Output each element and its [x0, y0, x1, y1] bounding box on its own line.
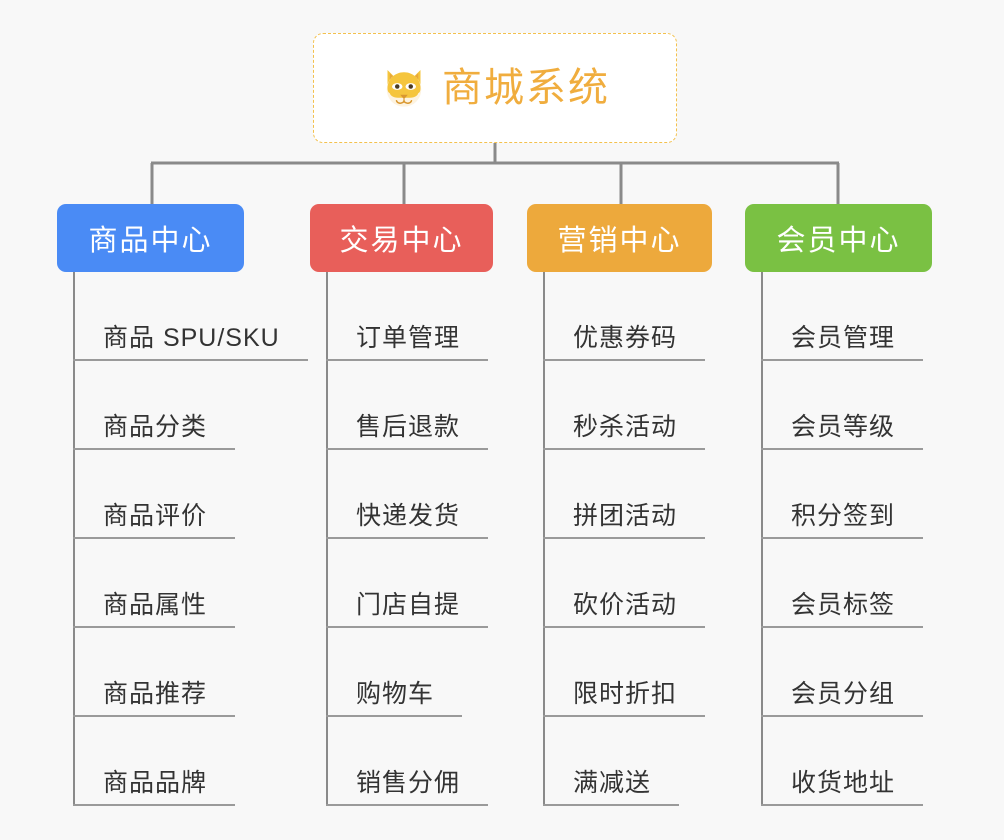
- leaf-label: 商品推荐: [73, 679, 236, 717]
- leaf-label: 商品品牌: [73, 768, 236, 806]
- branch-node-2[interactable]: 交易中心: [310, 204, 493, 272]
- leaf-label: 会员分组: [761, 679, 924, 717]
- leaf-column-3: 优惠券码 秒杀活动 拼团活动 砍价活动 限时折扣 满减送: [543, 272, 758, 806]
- leaf-column-4: 会员管理 会员等级 积分签到 会员标签 会员分组 收货地址: [761, 272, 976, 806]
- leaf-label: 优惠券码: [543, 323, 706, 361]
- branch-group-1: 商品中心: [57, 204, 244, 272]
- leaf-item[interactable]: 购物车: [326, 628, 541, 717]
- leaf-label: 快递发货: [326, 501, 489, 539]
- branch-group-2: 交易中心: [310, 204, 493, 272]
- branch-node-1[interactable]: 商品中心: [57, 204, 244, 272]
- leaf-label: 会员标签: [761, 590, 924, 628]
- leaf-column-2: 订单管理 售后退款 快递发货 门店自提 购物车 销售分佣: [326, 272, 541, 806]
- leaf-item[interactable]: 限时折扣: [543, 628, 758, 717]
- leaf-label: 购物车: [326, 679, 463, 717]
- leaf-label: 订单管理: [326, 323, 489, 361]
- root-node[interactable]: 商城系统: [313, 33, 677, 143]
- leaf-item[interactable]: 商品品牌: [73, 717, 333, 806]
- leaf-label: 秒杀活动: [543, 412, 706, 450]
- branch-node-3[interactable]: 营销中心: [527, 204, 712, 272]
- leaf-label: 商品 SPU/SKU: [73, 323, 308, 361]
- branch-group-4: 会员中心: [745, 204, 932, 272]
- leaf-item[interactable]: 会员管理: [761, 272, 976, 361]
- leaf-label: 商品评价: [73, 501, 236, 539]
- leaf-item[interactable]: 快递发货: [326, 450, 541, 539]
- leaf-item[interactable]: 商品评价: [73, 450, 333, 539]
- branch-node-4[interactable]: 会员中心: [745, 204, 932, 272]
- leaf-label: 收货地址: [761, 768, 924, 806]
- leaf-item[interactable]: 优惠券码: [543, 272, 758, 361]
- leaf-item[interactable]: 收货地址: [761, 717, 976, 806]
- leaf-item[interactable]: 满减送: [543, 717, 758, 806]
- leaf-column-1: 商品 SPU/SKU 商品分类 商品评价 商品属性 商品推荐 商品品牌: [73, 272, 333, 806]
- leaf-item[interactable]: 售后退款: [326, 361, 541, 450]
- leaf-item[interactable]: 秒杀活动: [543, 361, 758, 450]
- shiba-dog-icon: [386, 70, 422, 107]
- leaf-label: 砍价活动: [543, 590, 706, 628]
- leaf-item[interactable]: 订单管理: [326, 272, 541, 361]
- leaf-label: 售后退款: [326, 412, 489, 450]
- leaf-item[interactable]: 商品分类: [73, 361, 333, 450]
- root-label: 商城系统: [442, 66, 610, 110]
- leaf-label: 会员管理: [761, 323, 924, 361]
- leaf-item[interactable]: 会员分组: [761, 628, 976, 717]
- branch-group-3: 营销中心: [527, 204, 712, 272]
- leaf-item[interactable]: 积分签到: [761, 450, 976, 539]
- leaf-item[interactable]: 商品推荐: [73, 628, 333, 717]
- leaf-item[interactable]: 砍价活动: [543, 539, 758, 628]
- leaf-item[interactable]: 拼团活动: [543, 450, 758, 539]
- leaf-label: 会员等级: [761, 412, 924, 450]
- leaf-item[interactable]: 销售分佣: [326, 717, 541, 806]
- leaf-item[interactable]: 商品 SPU/SKU: [73, 272, 333, 361]
- leaf-label: 积分签到: [761, 501, 924, 539]
- leaf-label: 商品属性: [73, 590, 236, 628]
- leaf-label: 限时折扣: [543, 679, 706, 717]
- leaf-label: 商品分类: [73, 412, 236, 450]
- leaf-label: 满减送: [543, 768, 680, 806]
- leaf-label: 门店自提: [326, 590, 489, 628]
- leaf-label: 拼团活动: [543, 501, 706, 539]
- leaf-item[interactable]: 门店自提: [326, 539, 541, 628]
- leaf-label: 销售分佣: [326, 768, 489, 806]
- leaf-item[interactable]: 会员标签: [761, 539, 976, 628]
- leaf-item[interactable]: 商品属性: [73, 539, 333, 628]
- leaf-item[interactable]: 会员等级: [761, 361, 976, 450]
